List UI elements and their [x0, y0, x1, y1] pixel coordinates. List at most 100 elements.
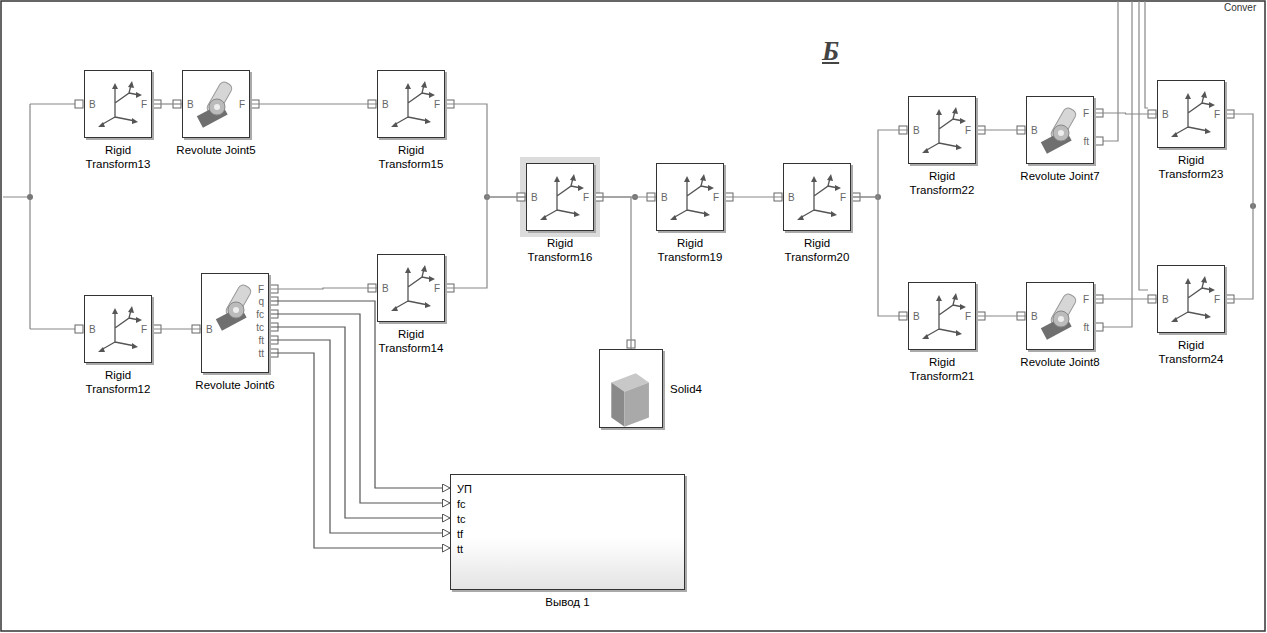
port-label: F	[965, 125, 971, 137]
block-name: Rigid Transform22	[900, 169, 984, 197]
port-label: B	[1162, 109, 1169, 121]
rigid-transform-block: BFRigid Transform19	[656, 163, 724, 231]
block-name: Revolute Joint8	[1000, 355, 1120, 369]
port-label: tt	[457, 543, 463, 555]
physical-connection	[152, 103, 182, 104]
port-square	[1095, 137, 1103, 145]
port-label: fc	[256, 309, 264, 321]
block-name: Rigid Transform19	[648, 236, 732, 264]
rigid-transform-block: BFRigid Transform16	[526, 163, 594, 231]
signal-line	[269, 353, 450, 548]
physical-connection	[724, 196, 783, 197]
port-label: F	[965, 311, 971, 323]
port-label: tc	[256, 322, 264, 334]
revolute-joint-block: BFftRevolute Joint7	[1026, 96, 1094, 164]
port-label: ft	[1083, 322, 1089, 334]
port-label: ft	[1083, 136, 1089, 148]
block-name: Rigid Transform23	[1149, 153, 1233, 181]
port-label: fc	[457, 498, 466, 510]
port-label: F	[840, 192, 846, 204]
physical-connection	[1094, 298, 1157, 299]
port-label: B	[206, 324, 213, 336]
port-square	[75, 100, 83, 108]
port-label: B	[89, 324, 96, 336]
block-name: Rigid Transform14	[369, 327, 453, 355]
physical-connection	[1225, 114, 1253, 299]
port-label: F	[434, 99, 440, 111]
selection-halo	[520, 157, 600, 237]
physical-connection	[594, 197, 631, 349]
rigid-transform-block: BFRigid Transform20	[783, 163, 851, 231]
wires	[3, 1, 1148, 329]
revolute-joint-block: BFftRevolute Joint8	[1026, 282, 1094, 350]
port-label: УП	[457, 483, 472, 495]
port-label: F	[1214, 109, 1220, 121]
port-label: tf	[457, 528, 463, 540]
port-label: B	[89, 99, 96, 111]
block-name: Вывод 1	[450, 595, 685, 609]
rigid-transform-block: BFRigid Transform15	[377, 70, 445, 138]
block-name: Rigid Transform13	[76, 143, 160, 171]
port-label: F	[583, 192, 589, 204]
physical-connection	[250, 103, 377, 104]
port-label: B	[661, 192, 668, 204]
port-label: F	[1083, 294, 1089, 306]
port-label: B	[913, 125, 920, 137]
port-label: B	[1031, 125, 1038, 137]
port-label: B	[531, 192, 538, 204]
physical-connection	[976, 129, 1026, 130]
block-name: Revolute Joint5	[156, 143, 276, 157]
physical-connection	[445, 197, 526, 288]
port-label: F	[141, 99, 147, 111]
port-label: B	[788, 192, 795, 204]
block-name: Rigid Transform21	[900, 355, 984, 383]
section-letter: Б	[822, 36, 839, 67]
block-icon	[600, 350, 664, 429]
revolute-joint-block: BFRevolute Joint5	[182, 70, 250, 138]
port-label: F	[1083, 108, 1089, 120]
port-label: F	[713, 192, 719, 204]
port-label: F	[239, 99, 245, 111]
port-square	[1095, 323, 1103, 331]
physical-connection	[851, 130, 908, 197]
rigid-transform-block: BFRigid Transform21	[908, 282, 976, 350]
rigid-transform-block: BFRigid Transform12	[84, 295, 152, 363]
signal-line	[269, 340, 450, 533]
physical-connection	[269, 288, 377, 289]
port-label: tc	[457, 513, 466, 525]
block-name: Rigid Transform16	[518, 236, 602, 264]
rigid-transform-block: BFRigid Transform14	[377, 254, 445, 322]
block-name: Revolute Joint6	[175, 378, 295, 392]
block-name: Rigid Transform15	[369, 143, 453, 171]
physical-connection	[851, 197, 908, 316]
solid-block: Solid4	[599, 349, 663, 428]
rigid-transform-block: BFRigid Transform22	[908, 96, 976, 164]
port-square	[75, 325, 83, 333]
block-name: Revolute Joint7	[1000, 169, 1120, 183]
revolute-joint-block: BFqfctcftttRevolute Joint6	[201, 273, 269, 373]
port-label: F	[1214, 294, 1220, 306]
port-label: B	[1162, 294, 1169, 306]
block-name: Rigid Transform24	[1149, 338, 1233, 366]
block-name: Rigid Transform20	[775, 236, 859, 264]
block-name: Solid4	[670, 382, 702, 396]
physical-connection	[976, 315, 1026, 316]
port-label: F	[434, 283, 440, 295]
port-label: F	[258, 284, 264, 296]
rigid-transform-block: BFRigid Transform13	[84, 70, 152, 138]
port-label: ft	[258, 335, 264, 347]
port-label: B	[187, 99, 194, 111]
subsystem-block: УПfctctfttВывод 1	[450, 474, 685, 590]
physical-connection	[1094, 113, 1157, 114]
rigid-transform-block: BFRigid Transform23	[1157, 80, 1225, 148]
block-name: Rigid Transform12	[76, 368, 160, 396]
signal-line	[269, 327, 450, 518]
physical-connection	[445, 104, 526, 197]
port-label: B	[1031, 311, 1038, 323]
port-label: tt	[258, 348, 264, 360]
port-label: B	[382, 283, 389, 295]
cut-block-name: Conver	[1224, 2, 1256, 13]
port-label: B	[382, 99, 389, 111]
port-label: F	[141, 324, 147, 336]
